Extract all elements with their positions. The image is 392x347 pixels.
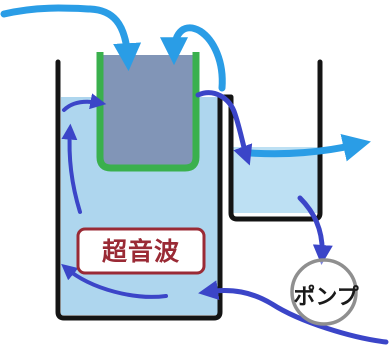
pump: ポンプ bbox=[290, 258, 360, 326]
circulation-arrow-to-pump bbox=[297, 195, 333, 265]
inflow-arrow-left bbox=[0, 4, 142, 72]
circulation-arrow-bottom bbox=[61, 263, 168, 299]
ultrasonic-label: 超音波 bbox=[102, 237, 180, 266]
pump-label: ポンプ bbox=[293, 284, 359, 310]
circulation-arrow-return bbox=[198, 280, 389, 345]
basket-body bbox=[100, 55, 196, 168]
outflow-arrow bbox=[246, 134, 371, 162]
main-tank-outline bbox=[55, 59, 223, 321]
pump-icon bbox=[290, 258, 358, 326]
circulation-arrows bbox=[61, 90, 389, 345]
basket-rim bbox=[96, 52, 200, 172]
inflow-arrow-right bbox=[160, 24, 226, 92]
circulation-arrow-up bbox=[61, 123, 82, 214]
inflow-arrows bbox=[0, 4, 371, 162]
circulation-arrow-top bbox=[62, 93, 107, 112]
ultrasonic-label-box: 超音波 bbox=[76, 227, 206, 275]
basket bbox=[96, 52, 200, 172]
circulation-arrow-overflow bbox=[195, 90, 253, 166]
overflow-tank-outline bbox=[217, 59, 323, 222]
